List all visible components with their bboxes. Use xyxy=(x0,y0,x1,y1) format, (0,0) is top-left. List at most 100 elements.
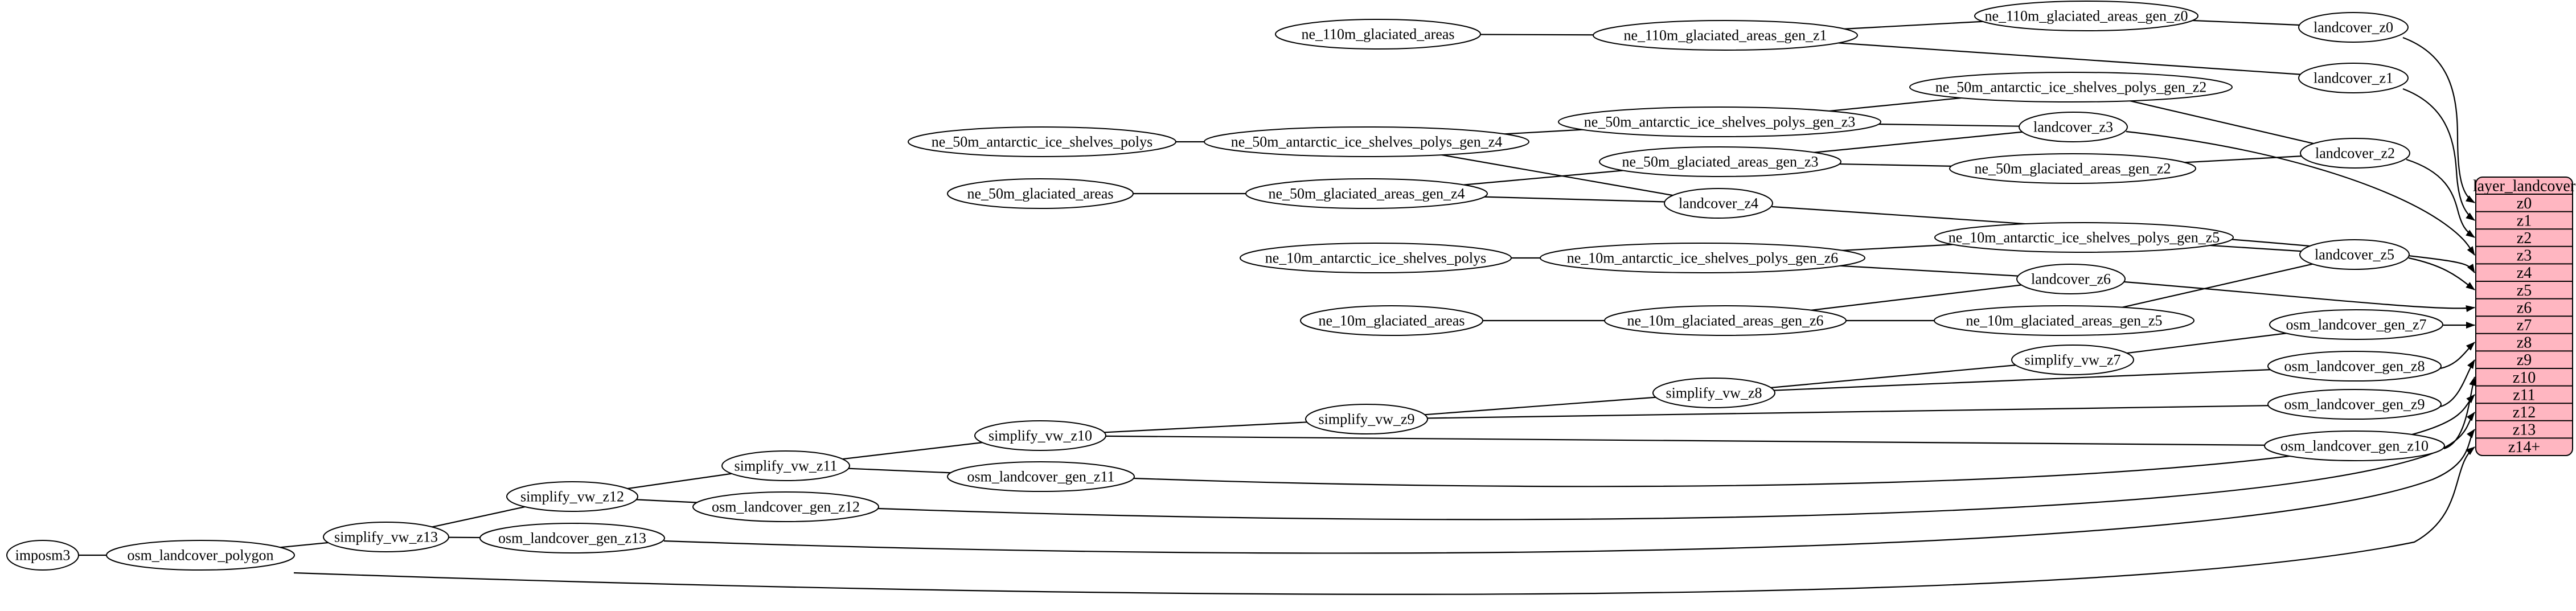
layer-table-row-z7: z7 xyxy=(2517,317,2532,334)
node-label-ne_110m_glaciated_areas_gen_z0: ne_110m_glaciated_areas_gen_z0 xyxy=(1984,8,2188,24)
layer-table-row-z8: z8 xyxy=(2517,334,2532,352)
node-label-landcover_z3: landcover_z3 xyxy=(2033,119,2113,136)
node-ellipse-ne_50m_antarctic_ice_shelves_polys_gen_z2 xyxy=(1909,72,2233,102)
node-ne_10m_antarctic_ice_shelves_polys_gen_z6: ne_10m_antarctic_ice_shelves_polys_gen_z… xyxy=(1540,243,1865,273)
node-ne_110m_glaciated_areas: ne_110m_glaciated_areas xyxy=(1275,19,1481,50)
node-landcover_z3: landcover_z3 xyxy=(2019,112,2128,142)
node-ellipse-ne_50m_antarctic_ice_shelves_polys xyxy=(908,126,1176,157)
node-simplify_vw_z13: simplify_vw_z13 xyxy=(323,522,449,552)
node-ne_50m_glaciated_areas_gen_z2: ne_50m_glaciated_areas_gen_z2 xyxy=(1949,153,2196,184)
node-ellipse-ne_10m_antarctic_ice_shelves_polys xyxy=(1240,243,1512,273)
node-simplify_vw_z11: simplify_vw_z11 xyxy=(721,450,850,481)
node-landcover_z2: landcover_z2 xyxy=(2300,138,2410,169)
node-osm_landcover_gen_z11: osm_landcover_gen_z11 xyxy=(947,461,1135,492)
node-ellipse-simplify_vw_z7 xyxy=(2011,345,2134,375)
edge-osm_landcover_gen_z13--row-z13 xyxy=(663,429,2475,554)
node-ne_50m_glaciated_areas_gen_z4: ne_50m_glaciated_areas_gen_z4 xyxy=(1245,178,1488,209)
node-osm_landcover_gen_z12: osm_landcover_gen_z12 xyxy=(692,491,879,522)
edge-simplify_vw_z8--simplify_vw_z7 xyxy=(1714,357,2072,393)
node-ellipse-osm_landcover_gen_z12 xyxy=(692,491,879,522)
node-ellipse-ne_50m_glaciated_areas_gen_z4 xyxy=(1245,178,1488,209)
layer-table-title: layer_landcover xyxy=(2473,178,2576,195)
node-ellipse-landcover_z3 xyxy=(2019,112,2128,142)
layer-table-row-z10: z10 xyxy=(2513,369,2536,387)
node-ne_10m_glaciated_areas: ne_10m_glaciated_areas xyxy=(1300,305,1483,336)
node-ellipse-landcover_z5 xyxy=(2299,239,2410,270)
layer-table-row-z4: z4 xyxy=(2517,264,2532,282)
node-label-osm_landcover_gen_z7: osm_landcover_gen_z7 xyxy=(2286,317,2427,333)
node-ne_10m_glaciated_areas_gen_z6: ne_10m_glaciated_areas_gen_z6 xyxy=(1604,305,1847,336)
node-label-ne_50m_glaciated_areas_gen_z3: ne_50m_glaciated_areas_gen_z3 xyxy=(1622,154,1818,170)
node-label-osm_landcover_gen_z11: osm_landcover_gen_z11 xyxy=(967,469,1115,485)
node-ellipse-landcover_z0 xyxy=(2298,12,2409,43)
edge-osm_landcover_gen_z10--row-z10 xyxy=(2443,376,2476,450)
node-label-osm_landcover_gen_z10: osm_landcover_gen_z10 xyxy=(2280,438,2429,454)
node-label-osm_landcover_gen_z8: osm_landcover_gen_z8 xyxy=(2284,358,2425,375)
node-label-landcover_z0: landcover_z0 xyxy=(2314,19,2393,36)
node-osm_landcover_gen_z13: osm_landcover_gen_z13 xyxy=(479,523,665,553)
edge-landcover_z4--row-z4 xyxy=(1771,206,2475,273)
edge-landcover_z0--row-z0 xyxy=(2402,36,2475,203)
node-label-ne_50m_antarctic_ice_shelves_polys_gen_z2: ne_50m_antarctic_ice_shelves_polys_gen_z… xyxy=(1935,79,2207,96)
node-ne_50m_antarctic_ice_shelves_polys_gen_z2: ne_50m_antarctic_ice_shelves_polys_gen_z… xyxy=(1909,72,2233,102)
node-ellipse-ne_10m_glaciated_areas xyxy=(1300,305,1483,336)
node-ellipse-simplify_vw_z13 xyxy=(323,522,449,552)
node-label-landcover_z6: landcover_z6 xyxy=(2031,271,2111,288)
edge-landcover_z3--row-z3 xyxy=(2126,130,2475,256)
node-ellipse-landcover_z1 xyxy=(2298,63,2409,93)
node-ne_110m_glaciated_areas_gen_z1: ne_110m_glaciated_areas_gen_z1 xyxy=(1593,20,1858,51)
node-label-ne_10m_antarctic_ice_shelves_polys_gen_z5: ne_10m_antarctic_ice_shelves_polys_gen_z… xyxy=(1949,229,2220,246)
node-osm_landcover_gen_z7: osm_landcover_gen_z7 xyxy=(2269,309,2443,340)
node-ellipse-osm_landcover_gen_z10 xyxy=(2264,430,2445,461)
node-imposm3: imposm3 xyxy=(6,540,79,571)
node-simplify_vw_z10: simplify_vw_z10 xyxy=(974,420,1106,451)
edge-landcover_z2--row-z2 xyxy=(2406,158,2475,238)
node-ellipse-ne_110m_glaciated_areas_gen_z0 xyxy=(1974,1,2198,31)
node-ellipse-osm_landcover_gen_z8 xyxy=(2267,351,2442,382)
node-label-imposm3: imposm3 xyxy=(15,547,71,564)
node-simplify_vw_z12: simplify_vw_z12 xyxy=(506,481,638,512)
node-osm_landcover_gen_z8: osm_landcover_gen_z8 xyxy=(2267,351,2442,382)
layer-table-row-z0: z0 xyxy=(2517,195,2532,212)
node-ne_10m_glaciated_areas_gen_z5: ne_10m_glaciated_areas_gen_z5 xyxy=(1934,305,2194,336)
node-ellipse-landcover_z4 xyxy=(1664,188,1773,219)
node-label-ne_50m_antarctic_ice_shelves_polys_gen_z3: ne_50m_antarctic_ice_shelves_polys_gen_z… xyxy=(1584,114,1856,130)
node-label-simplify_vw_z8: simplify_vw_z8 xyxy=(1666,385,1762,401)
edge-simplify_vw_z10--osm_landcover_gen_z10 xyxy=(1041,434,2353,449)
node-label-osm_landcover_gen_z9: osm_landcover_gen_z9 xyxy=(2284,396,2425,413)
node-label-landcover_z2: landcover_z2 xyxy=(2315,145,2395,162)
layer-table-row-z14+: z14+ xyxy=(2508,438,2540,456)
node-ne_50m_glaciated_areas_gen_z3: ne_50m_glaciated_areas_gen_z3 xyxy=(1599,146,1841,177)
node-ellipse-ne_50m_antarctic_ice_shelves_polys_gen_z4 xyxy=(1204,126,1529,157)
node-ellipse-osm_landcover_polygon xyxy=(106,540,295,571)
edge-osm_landcover_polygon--row-z14+ xyxy=(293,446,2475,595)
edge-osm_landcover_gen_z8--row-z8 xyxy=(2440,342,2475,370)
node-label-ne_110m_glaciated_areas_gen_z1: ne_110m_glaciated_areas_gen_z1 xyxy=(1623,27,1827,44)
node-ellipse-imposm3 xyxy=(6,540,79,571)
node-label-simplify_vw_z12: simplify_vw_z12 xyxy=(520,489,624,505)
node-landcover_z5: landcover_z5 xyxy=(2299,239,2410,270)
node-ellipse-ne_10m_antarctic_ice_shelves_polys_gen_z6 xyxy=(1540,243,1865,273)
node-ellipse-ne_110m_glaciated_areas xyxy=(1275,19,1481,50)
node-ellipse-ne_110m_glaciated_areas_gen_z1 xyxy=(1593,20,1858,51)
node-ellipse-osm_landcover_gen_z13 xyxy=(479,523,665,553)
node-ellipse-simplify_vw_z12 xyxy=(506,481,638,512)
layer-table-row-z9: z9 xyxy=(2517,351,2532,369)
node-label-landcover_z4: landcover_z4 xyxy=(1679,195,1758,212)
edge-osm_landcover_gen_z12--row-z12 xyxy=(877,412,2475,520)
node-ellipse-landcover_z6 xyxy=(2016,264,2126,294)
layer-table-row-z11: z11 xyxy=(2513,386,2535,404)
node-label-ne_50m_antarctic_ice_shelves_polys: ne_50m_antarctic_ice_shelves_polys xyxy=(932,134,1152,150)
node-ellipse-ne_10m_glaciated_areas_gen_z5 xyxy=(1934,305,2194,336)
node-label-simplify_vw_z13: simplify_vw_z13 xyxy=(334,529,438,546)
node-label-simplify_vw_z11: simplify_vw_z11 xyxy=(734,458,837,474)
node-ne_50m_antarctic_ice_shelves_polys_gen_z4: ne_50m_antarctic_ice_shelves_polys_gen_z… xyxy=(1204,126,1529,157)
node-ellipse-ne_50m_antarctic_ice_shelves_polys_gen_z3 xyxy=(1558,106,1881,137)
layer-table-row-z13: z13 xyxy=(2513,421,2536,439)
node-ellipse-simplify_vw_z8 xyxy=(1652,378,1775,408)
edge-simplify_vw_z9--osm_landcover_gen_z9 xyxy=(1368,401,2353,420)
node-ellipse-ne_10m_antarctic_ice_shelves_polys_gen_z5 xyxy=(1934,222,2234,253)
node-simplify_vw_z8: simplify_vw_z8 xyxy=(1652,378,1775,408)
node-ellipse-landcover_z2 xyxy=(2300,138,2410,169)
